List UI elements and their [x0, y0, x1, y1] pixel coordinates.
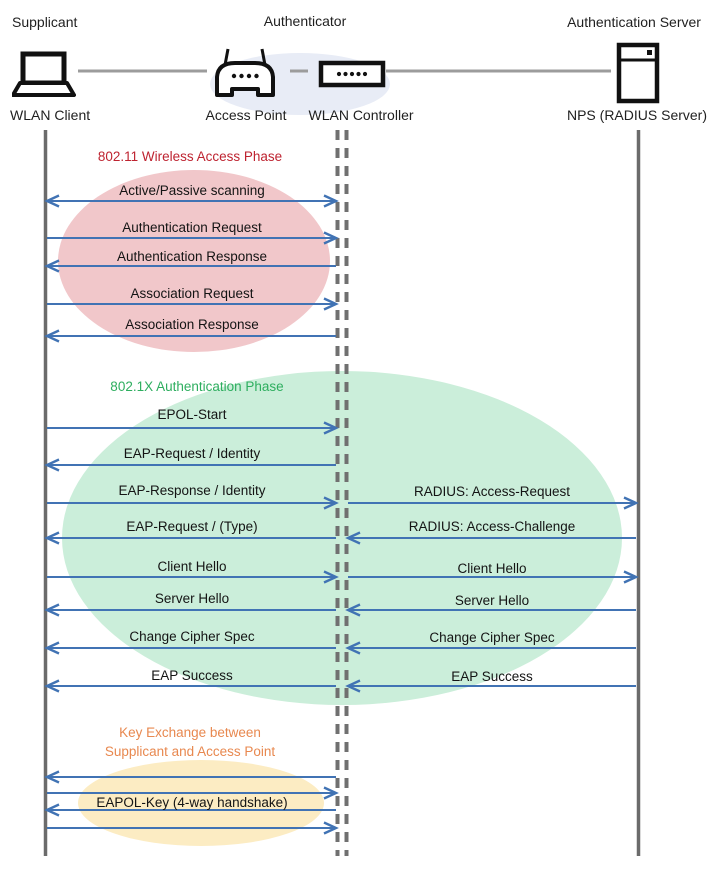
phase-ellipse-1 [58, 170, 330, 352]
message-label: EAP-Request / Identity [123, 446, 261, 461]
arrowhead-right-icon [323, 421, 339, 435]
arrowhead-right-icon [323, 231, 339, 245]
arrowhead-right-icon [323, 194, 339, 208]
message-label: Active/Passive scanning [119, 183, 265, 198]
arrowhead-left-icon [345, 531, 361, 545]
message-label: Association Request [130, 286, 254, 301]
access-point-icon [215, 48, 275, 97]
arrowhead-left-icon [345, 641, 361, 655]
message-label: Change Cipher Spec [129, 629, 255, 644]
phase-ellipse-2 [62, 371, 622, 705]
laptop-icon [12, 51, 76, 97]
message-label: Client Hello [157, 559, 227, 574]
node-label-nps-radius-server: NPS (RADIUS Server) [566, 107, 708, 123]
message-label: Server Hello [154, 591, 230, 606]
message-label: EPOL-Start [157, 407, 227, 422]
arrowhead-right-icon [323, 786, 339, 800]
message-label: Authentication Request [122, 220, 262, 235]
message-label: EAPOL-Key (4-way handshake) [96, 795, 288, 810]
arrowhead-left-icon [44, 259, 60, 273]
phase-ellipse-3 [78, 760, 324, 846]
message-label: Server Hello [454, 593, 530, 608]
arrowhead-right-icon [623, 496, 639, 510]
message-label: Association Response [125, 317, 259, 332]
arrowhead-right-icon [623, 570, 639, 584]
arrowhead-left-icon [44, 458, 60, 472]
server-icon [616, 42, 660, 104]
node-label-access-point: Access Point [205, 107, 287, 123]
arrowhead-right-icon [323, 297, 339, 311]
phase-title-1: 802.11 Wireless Access Phase [97, 149, 283, 164]
arrowhead-left-icon [44, 770, 60, 784]
role-label-supplicant: Supplicant [12, 14, 78, 30]
arrowhead-right-icon [323, 821, 339, 835]
message-label: Authentication Response [116, 249, 268, 264]
arrowhead-right-icon [323, 570, 339, 584]
arrowhead-right-icon [323, 496, 339, 510]
message-label: EAP Success [151, 668, 233, 683]
message-label: EAP Success [451, 669, 533, 684]
message-label: EAP-Request / (Type) [126, 519, 258, 534]
role-label-authentication-server: Authentication Server [567, 14, 701, 30]
arrowhead-left-icon [44, 679, 60, 693]
message-label: RADIUS: Access-Request [413, 484, 571, 499]
message-label: Change Cipher Spec [429, 630, 555, 645]
arrowhead-left-icon [44, 329, 60, 343]
message-label: EAP-Response / Identity [118, 483, 266, 498]
arrowhead-left-icon [345, 679, 361, 693]
role-label-authenticator: Authenticator [263, 13, 347, 29]
node-label-wlan-client: WLAN Client [10, 107, 91, 123]
arrowhead-left-icon [44, 603, 60, 617]
arrowhead-left-icon [44, 194, 60, 208]
wlan-controller-icon [318, 60, 386, 88]
message-label: Client Hello [457, 561, 527, 576]
arrowhead-left-icon [44, 531, 60, 545]
phase-title-2: 802.1X Authentication Phase [110, 379, 284, 394]
message-label: RADIUS: Access-Challenge [408, 519, 576, 534]
node-label-wlan-controller: WLAN Controller [308, 107, 414, 123]
arrowhead-left-icon [345, 603, 361, 617]
arrowhead-left-icon [44, 641, 60, 655]
phase-title-3: Key Exchange between Supplicant and Acce… [104, 725, 276, 759]
arrowhead-left-icon [44, 803, 60, 817]
